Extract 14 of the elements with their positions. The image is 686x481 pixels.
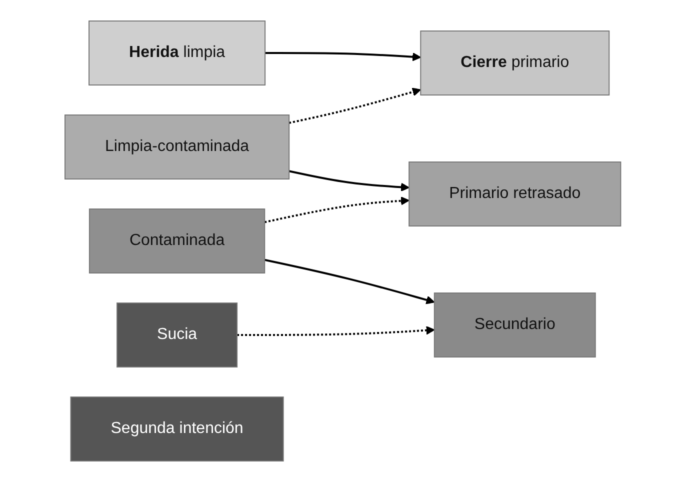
arrow <box>237 325 435 336</box>
arrow <box>265 52 422 61</box>
node-box: Segunda intención <box>70 396 284 461</box>
arrow <box>264 196 410 223</box>
node-box: Contaminada <box>89 208 266 273</box>
arrow <box>264 258 435 304</box>
node-box: Primario retrasado <box>408 161 622 226</box>
node-box: Limpia-contaminada <box>64 114 290 179</box>
arrow <box>289 170 410 192</box>
node-box: Sucia <box>116 302 238 367</box>
arrow <box>289 87 422 124</box>
node-box: Cierre primario <box>420 30 610 95</box>
node-box: Herida limpia <box>88 20 266 85</box>
node-box: Secundario <box>434 292 596 357</box>
